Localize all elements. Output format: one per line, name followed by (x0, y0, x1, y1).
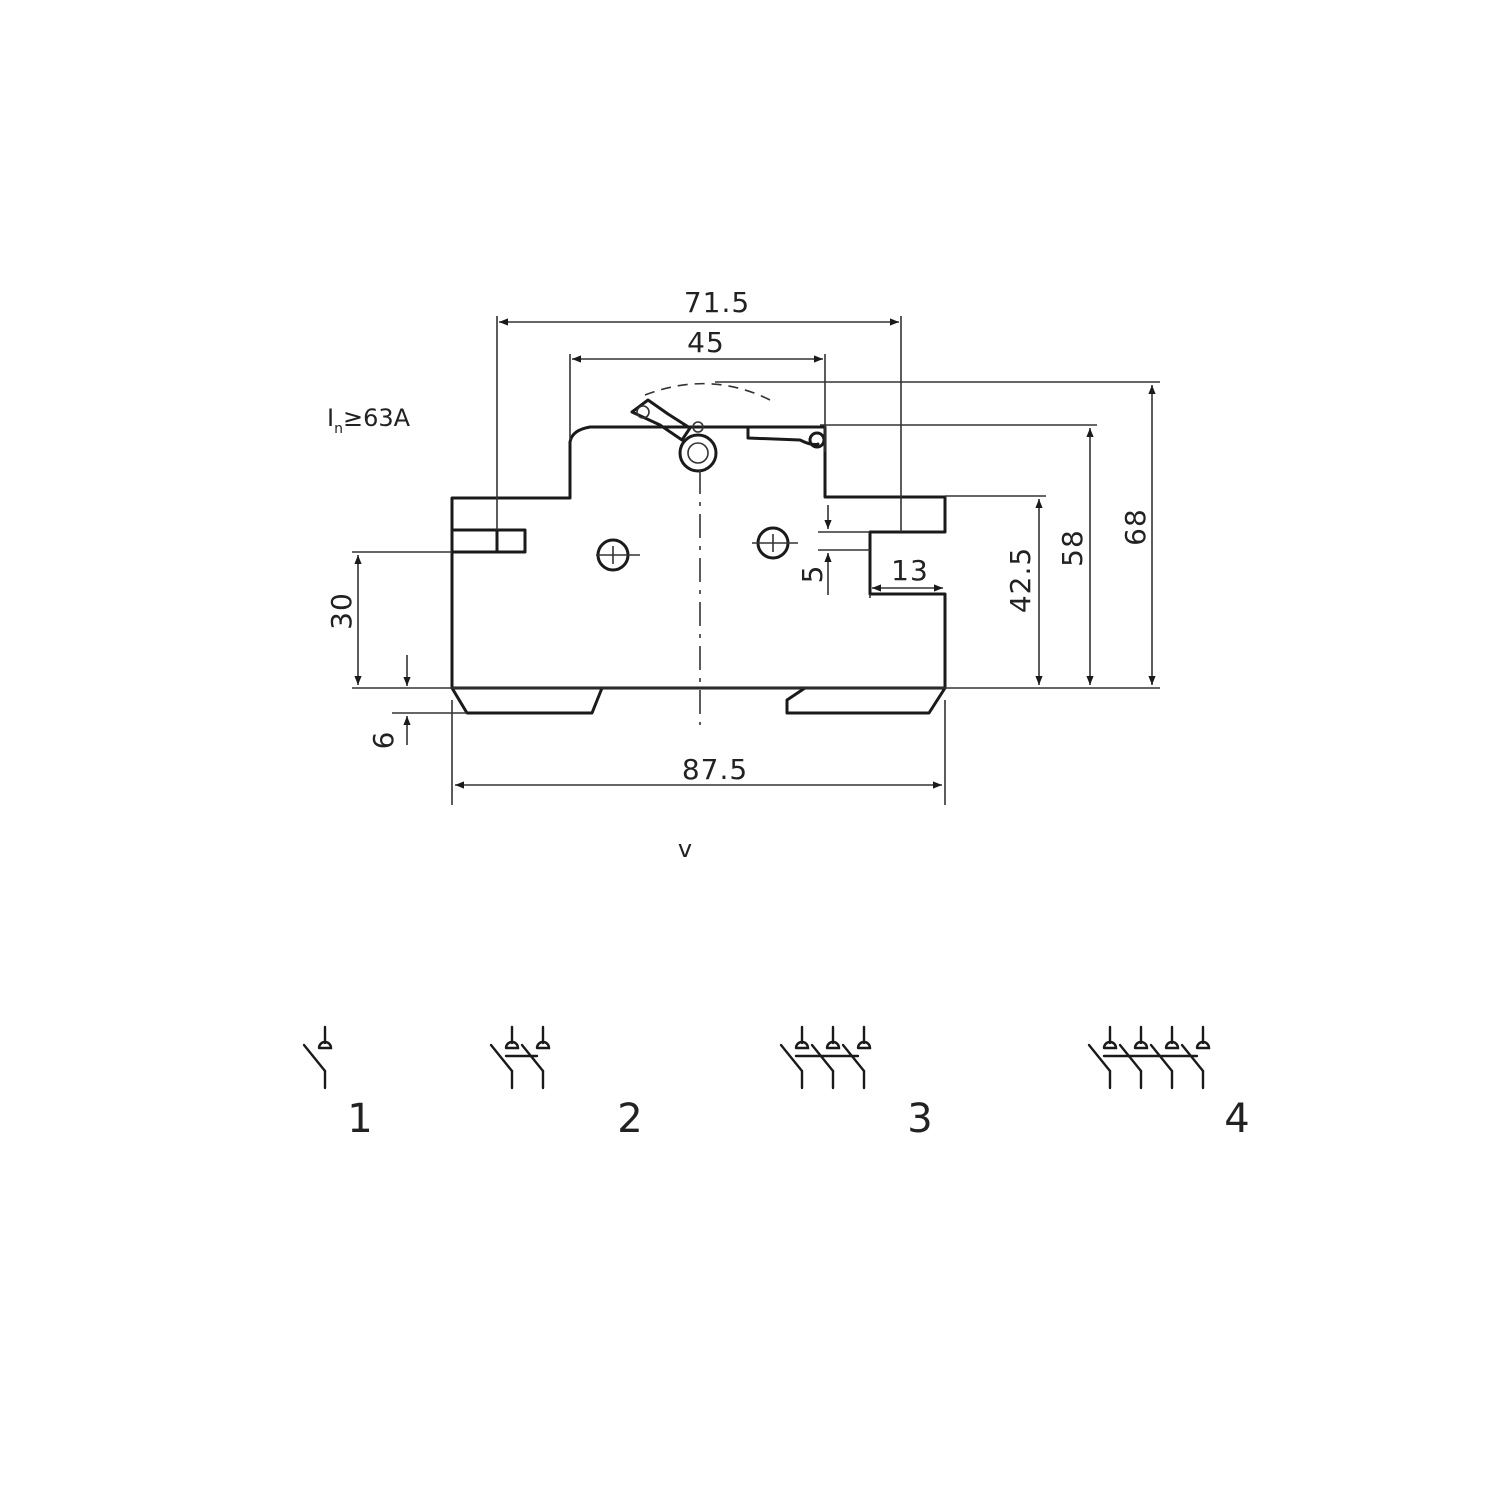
rating-note: In≥63A (327, 404, 411, 437)
pole-contact (794, 1040, 810, 1050)
pole-blade (520, 1043, 545, 1073)
pole-contact (1102, 1040, 1118, 1050)
pole-label: 1 (347, 1096, 372, 1142)
pole-contact (856, 1040, 872, 1050)
extension-lines (352, 316, 1160, 805)
screw-icon (752, 526, 798, 560)
breaker-body-outline (450, 425, 947, 715)
pole-blade (489, 1043, 514, 1073)
switch-symbol-4-pole (1087, 1025, 1211, 1090)
pole-label: 4 (1224, 1096, 1249, 1142)
dim-shoulder-height: 42.5 (1004, 547, 1037, 613)
pole-blade (841, 1043, 866, 1073)
dim-overall-width: 87.5 (682, 753, 748, 786)
pole-symbols: 1 2 3 4 (302, 1025, 1250, 1142)
pole-blade (810, 1043, 835, 1073)
pole-variant: 1 (302, 1025, 373, 1142)
pole-blade (302, 1043, 327, 1073)
dim-top-span: 71.5 (684, 286, 750, 319)
pole-contact (1164, 1040, 1180, 1050)
pole-variant: 3 (779, 1025, 933, 1142)
pole-variant: 4 (1087, 1025, 1250, 1142)
pole-blade (779, 1043, 804, 1073)
dim-head-width: 45 (687, 326, 725, 359)
pole-contact (535, 1040, 551, 1050)
pole-contact (317, 1040, 333, 1050)
dim-lever-height: 58 (1056, 529, 1089, 567)
lever-mechanism (630, 382, 826, 473)
pole-blade (1087, 1043, 1112, 1073)
dim-clip-height: 30 (325, 592, 358, 630)
switch-symbol-1-pole (302, 1025, 333, 1090)
dim-slot-gap: 5 (796, 565, 829, 584)
pole-blade (1118, 1043, 1143, 1073)
pole-label: 3 (907, 1096, 932, 1142)
switch-symbol-3-pole (779, 1025, 872, 1090)
pole-blade (1149, 1043, 1174, 1073)
pole-blade (1180, 1043, 1205, 1073)
dim-total-height: 68 (1119, 508, 1152, 546)
pole-contact (504, 1040, 520, 1050)
screw-icon (596, 538, 640, 572)
dim-rail-depth: 6 (367, 731, 400, 750)
pole-contact (825, 1040, 841, 1050)
pole-label: 2 (617, 1096, 642, 1142)
caption-mark: v (678, 835, 692, 863)
dim-terminal-width: 13 (891, 554, 929, 587)
switch-symbol-2-pole (489, 1025, 551, 1090)
dimension-lines (354, 318, 1156, 789)
pole-contact (1195, 1040, 1211, 1050)
pole-contact (1133, 1040, 1149, 1050)
pole-variant: 2 (489, 1025, 643, 1142)
